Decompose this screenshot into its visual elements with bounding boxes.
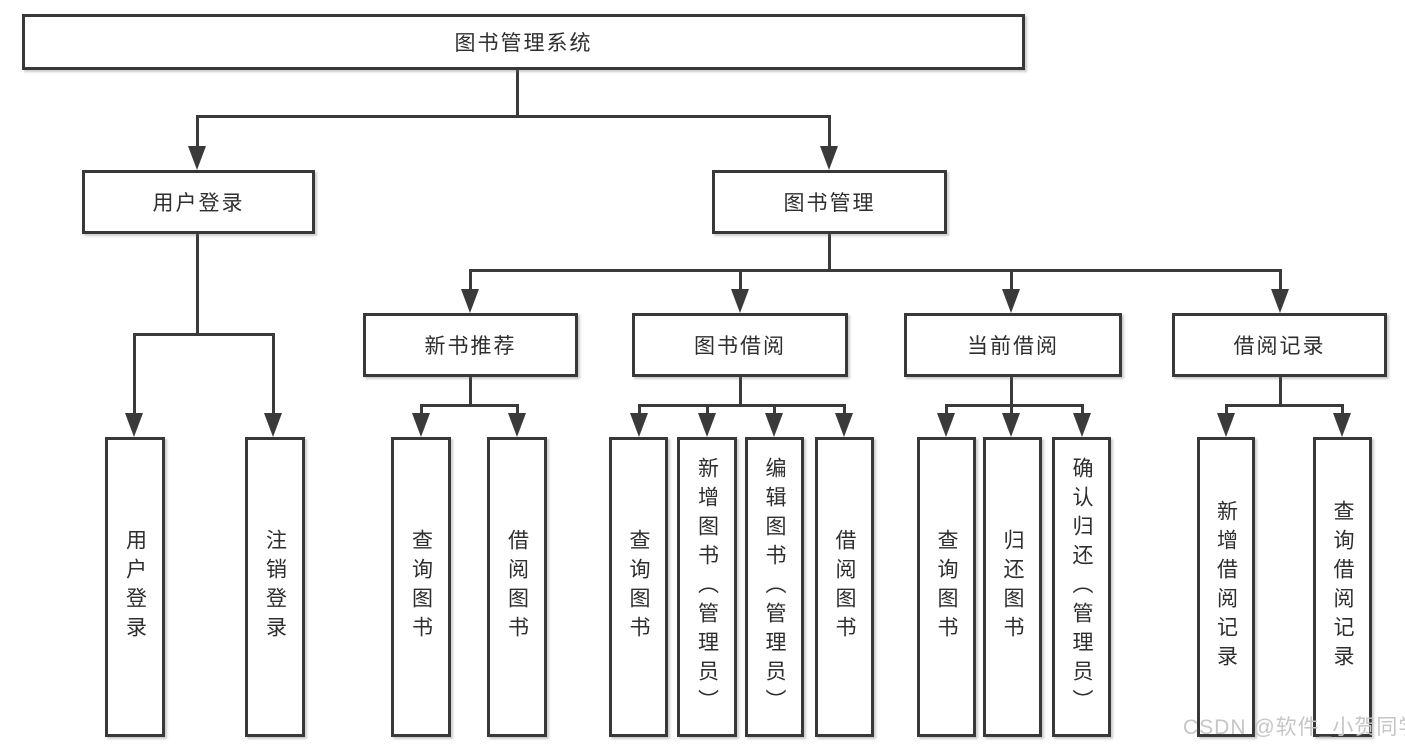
leaf-add-borrow-record: 新增借阅记录 — [1197, 437, 1255, 737]
connector-line — [739, 377, 742, 407]
leaf-user-login: 用户登录 — [105, 437, 165, 737]
connector-line — [638, 404, 846, 407]
connector-line — [420, 404, 519, 407]
node-current-borrow: 当前借阅 — [904, 313, 1122, 377]
connector-line — [469, 377, 472, 407]
arrow-down-icon — [1271, 289, 1289, 313]
arrow-down-icon — [1217, 413, 1235, 437]
connector-line — [1279, 377, 1282, 407]
connector-line — [828, 234, 831, 272]
connector-line — [739, 269, 742, 291]
arrow-down-icon — [508, 413, 526, 437]
node-label: 查询借阅记录 — [1331, 500, 1354, 674]
node-label: 新增图书（管理员） — [695, 456, 719, 718]
node-new-book-recommend: 新书推荐 — [363, 313, 578, 377]
node-label: 确认归还（管理员） — [1070, 456, 1093, 718]
connector-line — [945, 404, 948, 416]
node-label: 当前借阅 — [967, 335, 1059, 358]
node-label: 用户登录 — [123, 529, 147, 645]
connector-line — [1225, 404, 1228, 416]
leaf-query-borrow-record: 查询借阅记录 — [1313, 437, 1372, 737]
arrow-down-icon — [1002, 413, 1020, 437]
connector-line — [469, 269, 472, 291]
leaf-query-books-recommend: 查询图书 — [391, 437, 451, 737]
arrow-down-icon — [630, 413, 648, 437]
arrow-down-icon — [264, 413, 282, 437]
node-label: 借阅图书 — [833, 529, 856, 645]
node-label: 借阅记录 — [1233, 335, 1326, 358]
node-label: 查询图书 — [627, 529, 650, 645]
leaf-edit-books-admin: 编辑图书（管理员） — [745, 437, 804, 737]
node-label: 新书推荐 — [424, 335, 517, 358]
connector-line — [1225, 404, 1344, 407]
connector-line — [469, 269, 1282, 272]
connector-line — [516, 404, 519, 416]
connector-line — [272, 333, 275, 415]
node-label: 借阅图书 — [505, 529, 529, 645]
connector-line — [1081, 404, 1084, 416]
arrow-down-icon — [698, 413, 716, 437]
leaf-query-books-borrow: 查询图书 — [609, 437, 668, 737]
connector-line — [1341, 404, 1344, 416]
csdn-watermark: CSDN @软件_小贺同学 — [1183, 716, 1405, 739]
arrow-down-icon — [820, 146, 838, 170]
leaf-borrow-books-recommend: 借阅图书 — [487, 437, 547, 737]
node-book-borrow: 图书借阅 — [632, 313, 848, 377]
node-label: 归还图书 — [1001, 529, 1024, 645]
node-label: 图书管理 — [783, 192, 876, 215]
connector-line — [196, 234, 199, 336]
node-root-library-system: 图书管理系统 — [22, 14, 1025, 70]
arrow-down-icon — [125, 413, 143, 437]
arrow-down-icon — [835, 413, 853, 437]
node-book-management-branch: 图书管理 — [712, 170, 947, 234]
node-borrow-records: 借阅记录 — [1172, 313, 1387, 377]
arrow-down-icon — [1073, 413, 1091, 437]
connector-line — [1010, 269, 1013, 291]
connector-line — [843, 404, 846, 416]
leaf-return-books: 归还图书 — [983, 437, 1042, 737]
leaf-logout: 注销登录 — [245, 437, 305, 737]
arrow-down-icon — [1002, 289, 1020, 313]
arrow-down-icon — [461, 289, 479, 313]
leaf-query-books-current: 查询图书 — [917, 437, 976, 737]
connector-line — [1010, 404, 1013, 416]
connector-line — [945, 404, 1084, 407]
connector-line — [1010, 377, 1013, 407]
arrow-down-icon — [937, 413, 955, 437]
connector-line — [773, 404, 776, 416]
connector-line — [638, 404, 641, 416]
connector-line — [133, 333, 275, 336]
connector-line — [1279, 269, 1282, 291]
connector-line — [196, 115, 199, 148]
leaf-add-books-admin: 新增图书（管理员） — [677, 437, 737, 737]
arrow-down-icon — [188, 146, 206, 170]
connector-line — [828, 115, 831, 148]
arrow-down-icon — [765, 413, 783, 437]
node-label: 查询图书 — [935, 529, 958, 645]
node-label: 新增借阅记录 — [1214, 500, 1238, 674]
node-label: 图书借阅 — [694, 335, 786, 358]
node-user-login-branch: 用户登录 — [82, 170, 315, 234]
connector-line — [516, 68, 519, 117]
node-label: 注销登录 — [263, 529, 287, 645]
connector-line — [706, 404, 709, 416]
arrow-down-icon — [1333, 413, 1351, 437]
leaf-borrow-books: 借阅图书 — [815, 437, 874, 737]
node-label: 用户登录 — [152, 192, 245, 215]
arrow-down-icon — [412, 413, 430, 437]
connector-line — [420, 404, 423, 416]
node-label: 图书管理系统 — [454, 32, 593, 55]
node-label: 查询图书 — [409, 529, 433, 645]
connector-line — [196, 115, 831, 118]
connector-line — [133, 333, 136, 415]
arrow-down-icon — [731, 289, 749, 313]
leaf-confirm-return-admin: 确认归还（管理员） — [1052, 437, 1111, 737]
node-label: 编辑图书（管理员） — [763, 456, 786, 718]
